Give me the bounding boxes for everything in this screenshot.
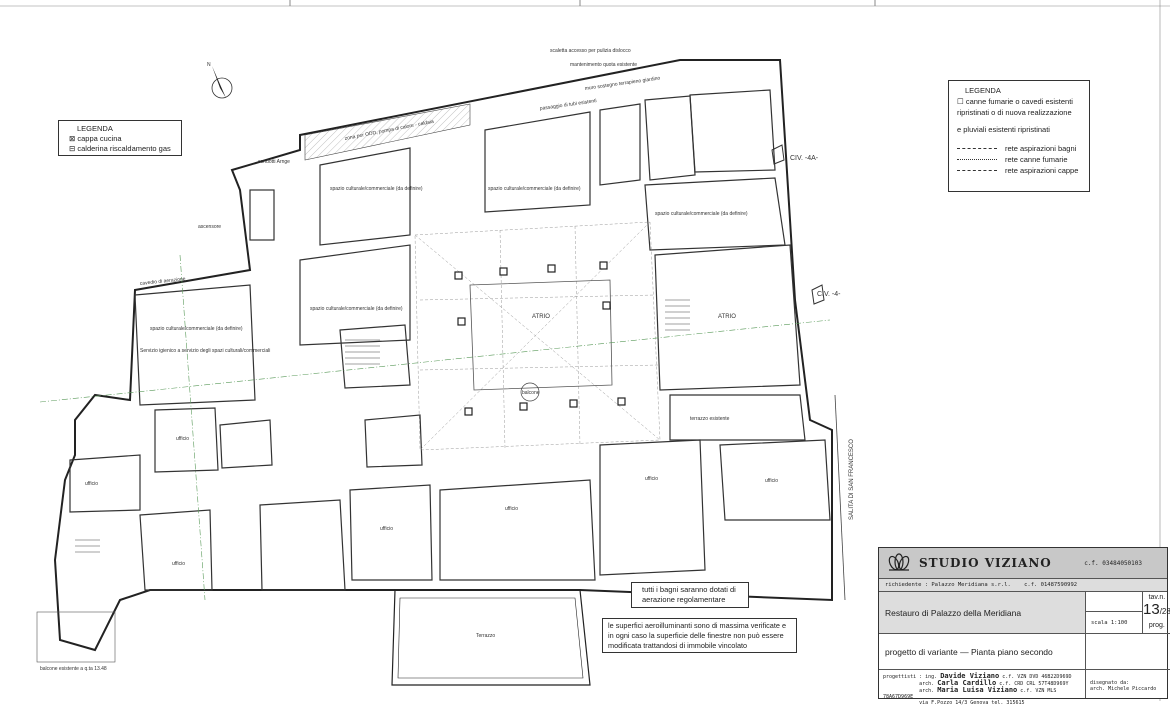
legend-item: rete aspirazioni bagni — [957, 143, 1081, 154]
progettisti-label: progettisti : — [883, 674, 923, 680]
room-label-ufficio-7: ufficio — [765, 478, 778, 484]
legend-item: rete aspirazioni cappe — [957, 165, 1081, 176]
room-label-ufficio-6: ufficio — [645, 476, 658, 482]
legend-item-label: rete canne fumarie — [1005, 155, 1068, 164]
pluviale-icon: e — [957, 125, 962, 134]
designer-role: ing. — [925, 674, 938, 680]
room-label-terrazzo: Terrazzo — [476, 633, 495, 639]
civ-4-marker — [811, 284, 825, 305]
label-terrazzo-esistente: terrazzo esistente — [690, 416, 730, 422]
drawn-by: arch. Michele Piccardo — [1090, 686, 1157, 692]
room-label-ufficio-1: ufficio — [176, 436, 189, 442]
square-icon: ☐ — [957, 97, 966, 106]
note-superfici: le superfici aeroilluminanti sono di mas… — [602, 618, 797, 653]
designer-role: arch. — [919, 688, 935, 694]
dashed-line-icon — [957, 170, 997, 171]
room-label-ufficio-3: ufficio — [172, 561, 185, 567]
legend-item: ⊟ calderina riscaldamento gas — [69, 144, 171, 154]
terrace-outline — [391, 589, 591, 686]
title-block: STUDIO VIZIANO c.f. 03484050103 richiede… — [878, 547, 1170, 706]
legend-item-label: rete aspirazioni bagni — [1005, 144, 1077, 153]
room-label-ufficio-4: ufficio — [380, 526, 393, 532]
designer-name: Davide Viziano — [940, 672, 1000, 680]
legend-left: LEGENDA ⊠ cappa cucina ⊟ calderina risca… — [58, 120, 182, 156]
tav-number: 13 — [1143, 601, 1160, 618]
label-mantenimento: mantenimento quota esistente — [570, 62, 637, 68]
label-scaletta: scaletta accesso per pulizia dislocco — [550, 48, 631, 54]
room-label-spazio-4: spazio culturale/commerciale (da definir… — [310, 306, 403, 312]
room-label-ufficio-2: ufficio — [85, 481, 98, 487]
north-arrow-icon: N — [207, 62, 233, 99]
richiedente: richiedente : Palazzo Meridiana s.r.l. — [885, 582, 1011, 588]
designer-cf: c.f. CRD CRL 57T48D969Y — [999, 681, 1069, 687]
studio-name: STUDIO VIZIANO — [919, 556, 1052, 570]
cappa-icon: ⊠ — [69, 134, 78, 143]
label-balcone-esistente: balcone esistente a q.ta 13.48 — [40, 666, 107, 672]
civ-4a-marker — [771, 144, 785, 165]
room-label-atrio-1: ATRIO — [532, 314, 550, 320]
street-label: SALITA DI SAN FRANCESCO — [849, 439, 855, 520]
richiedente-cf: c.f. 01487590992 — [1024, 582, 1078, 588]
room-label-atrio-2: ATRIO — [718, 314, 736, 320]
studio-logo-icon — [879, 550, 919, 576]
designer-cf: c.f. VZN DVD 46B22D969D — [1002, 674, 1072, 680]
legend-item-label: rete aspirazioni cappe — [1005, 166, 1079, 175]
drawing-subtitle: progetto di variante — Pianta piano seco… — [879, 634, 1086, 670]
legend-item-label: pluviali esistenti ripristinati — [963, 125, 1050, 134]
room-label-spazio-3: spazio culturale/commerciale (da definir… — [655, 211, 748, 217]
label-servizio-igienico: Servizio igienico a servizio degli spazi… — [140, 348, 270, 354]
room-label-ufficio-5: ufficio — [505, 506, 518, 512]
legend-item: e pluviali esistenti ripristinati — [957, 124, 1081, 135]
legend-item: ☐ canne fumarie o cavedi esistenti ripri… — [957, 96, 1081, 118]
label-condotti: condotti Arnge — [258, 159, 290, 165]
studio-cf: c.f. 03484050103 — [1084, 559, 1142, 567]
label-muro: muro sostegno terrapieno giardino — [584, 75, 660, 92]
project-title: Restauro di Palazzo della Meridiana — [879, 592, 1086, 634]
note-bagni: tutti i bagni saranno dotati di aerazion… — [631, 582, 749, 608]
designer-cf: c.f. VZN MLS 78A67D969E — [883, 688, 1057, 700]
label-passaggio: passaggio di tubi esistenti — [539, 98, 597, 112]
legend-right: LEGENDA ☐ canne fumarie o cavedi esisten… — [948, 80, 1090, 192]
drawn-by-label: disegnato da: — [1090, 680, 1130, 686]
legend-item-label: canne fumarie o cavedi esistenti riprist… — [957, 97, 1073, 117]
caldaia-icon: ⊟ — [69, 144, 78, 153]
room-label-spazio-1: spazio culturale/commerciale (da definir… — [330, 186, 423, 192]
civic-number-4: CIV. -4- — [817, 291, 841, 298]
scale: scala 1:100 — [1086, 612, 1143, 634]
dash-dot-line-icon — [957, 148, 997, 149]
tav-label: tav.n. — [1148, 594, 1166, 601]
designer-name: Maria Luisa Viziano — [937, 686, 1018, 694]
room-label-spazio-2: spazio culturale/commerciale (da definir… — [488, 186, 581, 192]
building-outline — [53, 59, 833, 652]
label-balcone: balcone — [522, 390, 540, 396]
legend-item: ⊠ cappa cucina — [69, 134, 171, 144]
legend-item: rete canne fumarie — [957, 154, 1081, 165]
legend-title: LEGENDA — [77, 124, 113, 133]
legend-title: LEGENDA — [965, 86, 1001, 95]
designer-role: arch. — [919, 681, 935, 687]
tav-total: /28 — [1159, 607, 1170, 616]
room-label-spazio-5: spazio culturale/commerciale (da definir… — [150, 326, 243, 332]
civic-number-4a: CIV. -4A- — [790, 155, 819, 162]
svg-text:N: N — [207, 62, 211, 68]
designer-name: Carla Cardillo — [937, 679, 997, 687]
legend-item-label: calderina riscaldamento gas — [77, 144, 171, 153]
label-ascensore: ascensore — [198, 224, 221, 230]
legend-item-label: cappa cucina — [77, 134, 122, 143]
prog-label: prog. — [1148, 622, 1165, 629]
label-cavedio: cavedio di aerazione — [140, 276, 186, 287]
dotted-line-icon — [957, 159, 997, 160]
